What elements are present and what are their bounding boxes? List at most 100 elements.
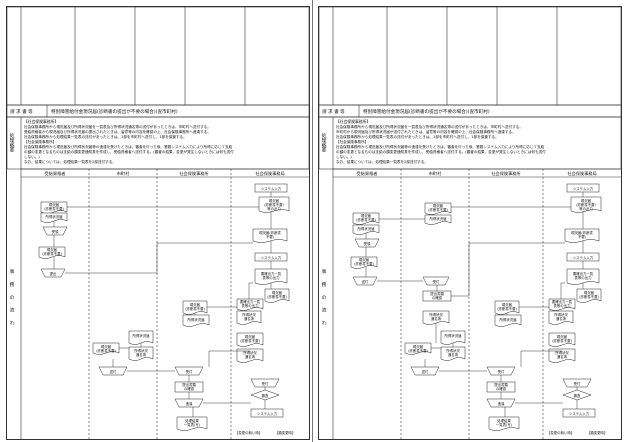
node-label: 通名簿 — [556, 316, 567, 321]
flow-document-shape — [258, 196, 290, 213]
column-header: 社会保険事務局 — [255, 170, 284, 177]
node-label: 表等の出力 — [263, 275, 281, 280]
flow-trapezoid — [40, 268, 66, 278]
footer-amount-change: 【額変更時】 — [275, 430, 295, 435]
desc-line: 社会保険事務所から現況届及び所得状況届を一覧表及び所得状況通名簿の送付があったと… — [336, 124, 523, 129]
flow-document-shape — [570, 196, 602, 213]
node-label: 受領 — [364, 241, 371, 246]
node-label: 現況届 — [502, 302, 513, 307]
node-label: 所得状況 — [555, 350, 569, 355]
node-system-input: システム入力 — [261, 186, 282, 191]
node-label: 要確出力一覧 — [261, 271, 282, 276]
node-label: 審査 — [574, 393, 581, 398]
desc-line: 【社会保険事務所】 — [24, 139, 56, 144]
flow-document-shape — [404, 342, 432, 355]
node-label: 現況届 — [433, 203, 444, 208]
flow-trapezoid — [354, 238, 380, 248]
node-label: 受付 — [262, 381, 269, 386]
node-label: 現況届 — [361, 213, 372, 218]
node-label: 現況届 — [272, 290, 283, 295]
node-label: (診断書不要) — [240, 338, 260, 343]
node-label: (診断書不要) — [579, 294, 599, 299]
node-label: 所得状況届 — [500, 317, 518, 322]
node-label: 一覧表(写) — [184, 422, 201, 427]
flow-trapezoid — [352, 276, 378, 286]
section-header: 【社会保険事務所】 — [24, 119, 58, 124]
node-label: 処理結果 — [497, 418, 511, 423]
desc-line: 社会保険事務所から処理結果一覧表の送付があったときは、1部を市町村へ送付し、1部… — [336, 134, 499, 139]
node-label: 進達 — [498, 401, 505, 406]
node-label: 現況届 — [557, 334, 568, 339]
node-label: (診断書不要) — [576, 202, 596, 207]
flow-document-shape — [548, 348, 576, 363]
node-label: (診断書不要) — [408, 348, 428, 353]
side-label-overview: 処理概要 — [9, 132, 14, 153]
flow-document-shape — [494, 300, 520, 315]
node-label: 進達 — [186, 401, 193, 406]
flow-document-shape — [424, 214, 452, 225]
flow-trapezoid — [250, 378, 280, 388]
node-label: 要確出力一覧 — [552, 299, 573, 304]
desc-line: なお、結果については、処理結果一覧表を2部送付する。 — [336, 159, 428, 164]
request-label: 請 求 書 等 — [10, 108, 33, 115]
flow-document-shape — [440, 346, 466, 361]
node-label: 審査 — [262, 393, 269, 398]
column-header: 市町村 — [429, 170, 442, 177]
node-label: (診断書不要) — [354, 261, 374, 266]
node-label: 所得状況 — [554, 312, 568, 317]
node-system-input: システム入力 — [573, 186, 594, 191]
desc-line: の額の変更となるものは支給の額変更通知書を作成し、受給資格者へ送付する。(審査の… — [24, 149, 234, 154]
node-label: 所得状況 — [429, 312, 443, 317]
column-header: 市町村 — [117, 170, 130, 177]
node-label: 表等の出力 — [554, 303, 572, 308]
flow-document-shape — [494, 314, 522, 327]
node-label: 現況届 — [101, 344, 112, 349]
node-label: 通名簿 — [136, 352, 147, 357]
flow-document-shape — [576, 288, 602, 303]
flow-box — [250, 408, 284, 418]
node-label: 提出 — [50, 271, 57, 276]
flow-trapezoid — [422, 276, 450, 286]
desc-line: 社会保険事務所から現況届及び所得状況届を一覧表及び所得状況通名簿の送付があったと… — [24, 124, 211, 129]
node-label: 所得状況 — [243, 350, 257, 355]
node-label: 所得状況届 — [430, 216, 448, 221]
node-label: 処理結果 — [185, 418, 199, 423]
node-label: (診断書不要) — [42, 251, 62, 256]
flow-document-shape — [236, 348, 264, 363]
flow-document-shape — [182, 314, 210, 327]
node-label: 受付 — [498, 369, 505, 374]
desc-line: なお、結果については、処理結果一覧表を2部送付する。 — [24, 159, 116, 164]
node-system-input: システム入力 — [573, 255, 594, 260]
flow-document-shape — [548, 332, 576, 347]
footer-no-change: 【変更の無い時】 — [235, 430, 262, 435]
flow-document-shape — [422, 310, 450, 325]
node-label: 所得状況届 — [188, 317, 206, 322]
node-label: 所得状況 — [242, 312, 256, 317]
node-label: 等の出力 — [267, 206, 281, 211]
flow-document-shape — [128, 330, 154, 345]
section-header: 【社会保険事務所】 — [336, 119, 370, 124]
flow-document-shape — [236, 332, 264, 347]
flow-document-shape — [38, 246, 66, 259]
page-gap-line — [312, 0, 313, 442]
node-label: (診断書不要) — [497, 306, 517, 311]
node-label: の確認 — [184, 386, 195, 391]
flow-decision — [562, 389, 592, 401]
column-header: 社会保険事務所 — [179, 170, 208, 177]
node-label: (診断書不要) — [185, 306, 205, 311]
node-label: 要確出力一覧 — [573, 271, 594, 276]
flow-document-shape — [182, 300, 208, 315]
desc-line: 社会保険事務所から現況届及び所得状況届等の進達を受けたときは、審査を行った後、業… — [336, 144, 545, 149]
desc-line: 受給資格者から現況届及び所得状況届の提出されたときは、留意等の内容を確認の上、社… — [24, 129, 211, 134]
flow-decision — [250, 389, 280, 401]
node-label: 送付 — [362, 279, 369, 284]
node-label: 所得状況届 — [46, 214, 64, 219]
node-label: 現況届 — [581, 198, 592, 203]
flow-document-shape — [566, 268, 600, 285]
document-page-left: 請 求 書 等 特別障害給付金現況届(診断書の提出が不要の場合)(査市町村) 処… — [6, 6, 310, 440]
flow-document-shape — [254, 268, 288, 285]
node-label: 受付 — [433, 279, 440, 284]
desc-line: しない。) — [24, 154, 40, 159]
flow-document-shape — [236, 310, 262, 325]
node-label: 送付 — [110, 369, 117, 374]
